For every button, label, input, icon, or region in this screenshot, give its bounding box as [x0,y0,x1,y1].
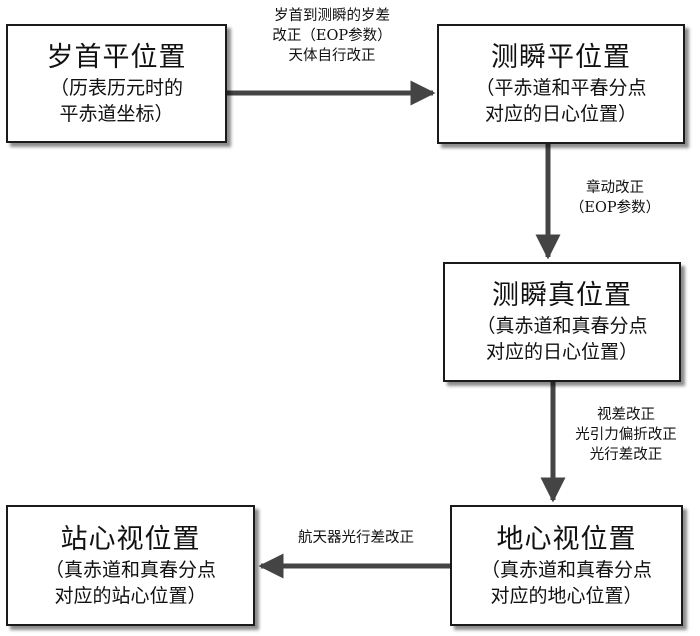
edge-label-spacecraft-aberration: 航天器光行差改正 [268,528,444,548]
edge-label-aberration: 视差改正 光引力偏折改正 光行差改正 [556,405,696,465]
node-title: 测瞬平位置 [491,42,631,73]
edge-label-line: 视差改正 [597,407,655,423]
node-title: 测瞬真位置 [492,280,632,311]
node-subtitle-line: （历表历元时的 [49,76,183,99]
edge-label-precession: 岁首到测瞬的岁差 改正（EOP参数） 天体自行改正 [232,6,432,66]
edge-label-line: 光行差改正 [589,447,663,463]
node-subtitle-line: 对应的日心位置） [484,103,637,125]
node-subtitle-line: （平赤道和平春分点 [475,77,647,99]
node-subtitle-line: （真赤道和真春分点 [480,558,652,581]
node-mean-epoch-position: 岁首平位置 （历表历元时的 平赤道坐标） [6,24,227,143]
edge-label-line: 改正（EOP参数） [272,28,392,44]
node-title: 地心视位置 [496,523,637,555]
node-geocentric-apparent-position: 地心视位置 （真赤道和真春分点 对应的地心位置） [450,505,683,626]
node-true-date-position: 测瞬真位置 （真赤道和真春分点 对应的日心位置） [443,262,681,382]
node-subtitle-line: 对应的地心位置） [490,584,643,607]
edge-label-line: 光引力偏折改正 [575,427,677,443]
node-mean-date-position: 测瞬平位置 （平赤道和平春分点 对应的日心位置） [437,24,685,144]
edge-label-line: 天体自行改正 [288,48,376,64]
edge-label-line: （EOP参数） [569,200,661,216]
node-title: 站心视位置 [60,523,201,555]
node-subtitle-line: 对应的站心位置） [54,584,207,607]
node-title: 岁首平位置 [46,41,187,73]
node-subtitle-line: （真赤道和真春分点 [44,558,216,581]
edge-label-line: 航天器光行差改正 [298,530,414,546]
edge-label-line: 章动改正 [586,180,644,196]
node-topocentric-apparent-position: 站心视位置 （真赤道和真春分点 对应的站心位置） [6,505,255,626]
node-subtitle-line: （真赤道和真春分点 [476,315,648,337]
node-subtitle-line: 平赤道坐标） [59,102,174,125]
node-subtitle-line: 对应的日心位置） [485,341,638,363]
edge-label-line: 岁首到测瞬的岁差 [274,8,390,24]
edge-label-nutation: 章动改正 （EOP参数） [560,178,670,218]
